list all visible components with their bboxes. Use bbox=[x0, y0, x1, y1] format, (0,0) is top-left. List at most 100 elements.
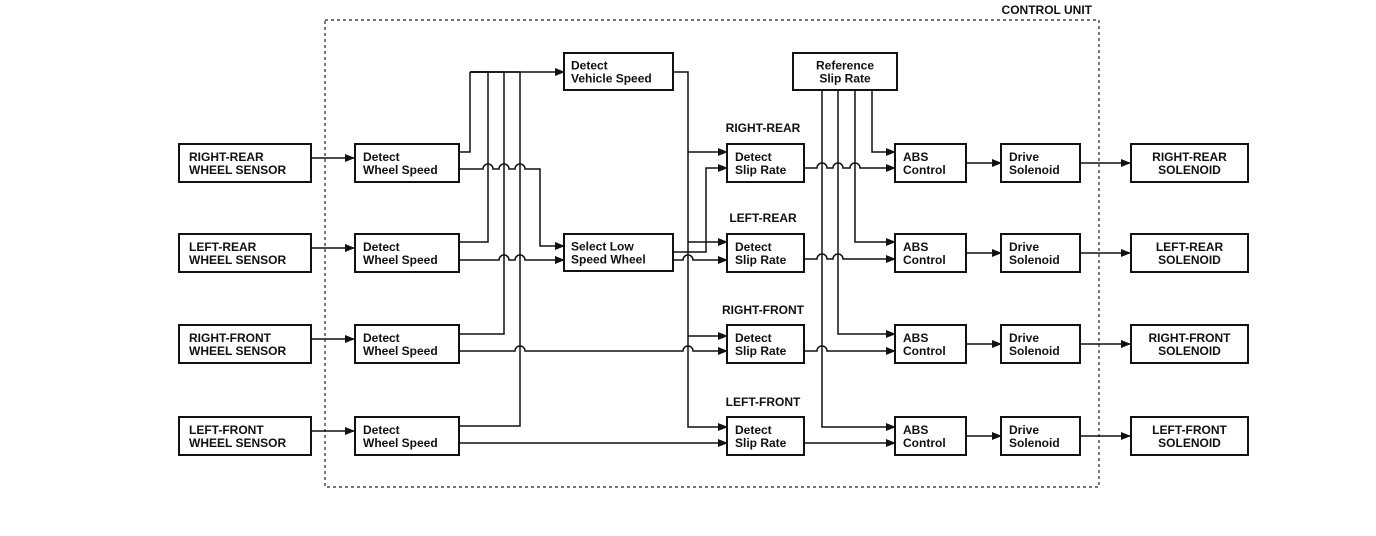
detect-wheel-speed-3-line-1: Detect bbox=[363, 331, 400, 345]
select-low-speed-wheel-line-1: Select Low bbox=[571, 240, 634, 254]
wheel-sensor-4-line-1: LEFT-FRONT bbox=[189, 423, 264, 437]
rf-speed-to-slip bbox=[459, 345, 728, 355]
select-low-speed-wheel-line-2: Speed Wheel bbox=[571, 253, 646, 267]
drive-solenoid-3-line-2: Solenoid bbox=[1009, 344, 1060, 358]
solenoid-1-line-1: RIGHT-REAR bbox=[1152, 150, 1227, 164]
lr-speed-to-select-low bbox=[459, 254, 565, 264]
solenoid-1-line-2: SOLENOID bbox=[1158, 163, 1221, 177]
rr-speed-to-select-low bbox=[459, 163, 565, 250]
signal-lines bbox=[311, 68, 1131, 447]
detect-vehicle-speed-line-2: Vehicle Speed bbox=[571, 72, 652, 86]
abs-control-2-line-1: ABS bbox=[903, 240, 928, 254]
drive-solenoid-4-line-1: Drive bbox=[1009, 423, 1039, 437]
detect-slip-rate-3-line-2: Slip Rate bbox=[735, 344, 787, 358]
control-unit-label: CONTROL UNIT bbox=[1002, 3, 1093, 17]
wheel-sensor-4-line-2: WHEEL SENSOR bbox=[189, 436, 286, 450]
wheel-sensor-1-line-1: RIGHT-REAR bbox=[189, 150, 264, 164]
detect-slip-rate-3-line-1: Detect bbox=[735, 331, 772, 345]
wheel-label-4: LEFT-FRONT bbox=[726, 395, 801, 409]
wheel-speed-bus-3 bbox=[459, 71, 505, 335]
wheel-sensor-3-line-2: WHEEL SENSOR bbox=[189, 344, 286, 358]
lr-slip-to-abs bbox=[804, 253, 896, 263]
detect-slip-rate-1-line-2: Slip Rate bbox=[735, 163, 787, 177]
abs-control-3-line-1: ABS bbox=[903, 331, 928, 345]
detect-vehicle-speed-line-1: Detect bbox=[571, 59, 608, 73]
detect-slip-rate-4-line-2: Slip Rate bbox=[735, 436, 787, 450]
abs-control-3-line-2: Control bbox=[903, 344, 946, 358]
detect-wheel-speed-3-line-2: Wheel Speed bbox=[363, 344, 438, 358]
solenoid-3-line-1: RIGHT-FRONT bbox=[1149, 331, 1232, 345]
abs-control-4-line-2: Control bbox=[903, 436, 946, 450]
abs-control-2-line-2: Control bbox=[903, 253, 946, 267]
wheel-speed-bus-4 bbox=[459, 71, 521, 427]
wheel-label-2: LEFT-REAR bbox=[729, 211, 797, 225]
detect-slip-rate-4-line-1: Detect bbox=[735, 423, 772, 437]
drive-solenoid-1-line-2: Solenoid bbox=[1009, 163, 1060, 177]
detect-slip-rate-2-line-1: Detect bbox=[735, 240, 772, 254]
solenoid-4-line-1: LEFT-FRONT bbox=[1152, 423, 1227, 437]
detect-wheel-speed-2-line-1: Detect bbox=[363, 240, 400, 254]
select-low-to-lr-slip bbox=[672, 254, 728, 264]
detect-slip-rate-2-line-2: Slip Rate bbox=[735, 253, 787, 267]
wheel-sensor-2-line-1: LEFT-REAR bbox=[189, 240, 257, 254]
reference-slip-rate-line-1: Reference bbox=[816, 59, 874, 73]
solenoid-2-line-1: LEFT-REAR bbox=[1156, 240, 1224, 254]
wheel-label-3: RIGHT-FRONT bbox=[722, 303, 805, 317]
drive-solenoid-4-line-2: Solenoid bbox=[1009, 436, 1060, 450]
wheel-sensor-2-line-2: WHEEL SENSOR bbox=[189, 253, 286, 267]
detect-wheel-speed-4-line-2: Wheel Speed bbox=[363, 436, 438, 450]
rf-slip-to-abs bbox=[804, 345, 896, 355]
detect-wheel-speed-1-line-2: Wheel Speed bbox=[363, 163, 438, 177]
ref-to-abs-3 bbox=[837, 88, 896, 338]
drive-solenoid-3-line-1: Drive bbox=[1009, 331, 1039, 345]
drive-solenoid-2-line-1: Drive bbox=[1009, 240, 1039, 254]
detect-wheel-speed-1-line-1: Detect bbox=[363, 150, 400, 164]
wheel-sensor-3-line-1: RIGHT-FRONT bbox=[189, 331, 272, 345]
reference-slip-rate-line-2: Slip Rate bbox=[819, 72, 871, 86]
control-unit-boundary bbox=[324, 19, 1100, 488]
detect-slip-rate-1-line-1: Detect bbox=[735, 150, 772, 164]
rr-slip-to-abs bbox=[804, 162, 896, 172]
solenoid-2-line-2: SOLENOID bbox=[1158, 253, 1221, 267]
drive-solenoid-2-line-2: Solenoid bbox=[1009, 253, 1060, 267]
wheel-sensor-1-line-2: WHEEL SENSOR bbox=[189, 163, 286, 177]
ref-to-abs-1 bbox=[871, 88, 896, 156]
solenoid-4-line-2: SOLENOID bbox=[1158, 436, 1221, 450]
solenoid-3-line-2: SOLENOID bbox=[1158, 344, 1221, 358]
wheel-speed-bus-1 bbox=[459, 72, 471, 153]
wheel-label-1: RIGHT-REAR bbox=[726, 121, 801, 135]
detect-wheel-speed-2-line-2: Wheel Speed bbox=[363, 253, 438, 267]
abs-control-4-line-1: ABS bbox=[903, 423, 928, 437]
wheel-speed-bus-2 bbox=[459, 71, 489, 243]
abs-control-1-line-2: Control bbox=[903, 163, 946, 177]
